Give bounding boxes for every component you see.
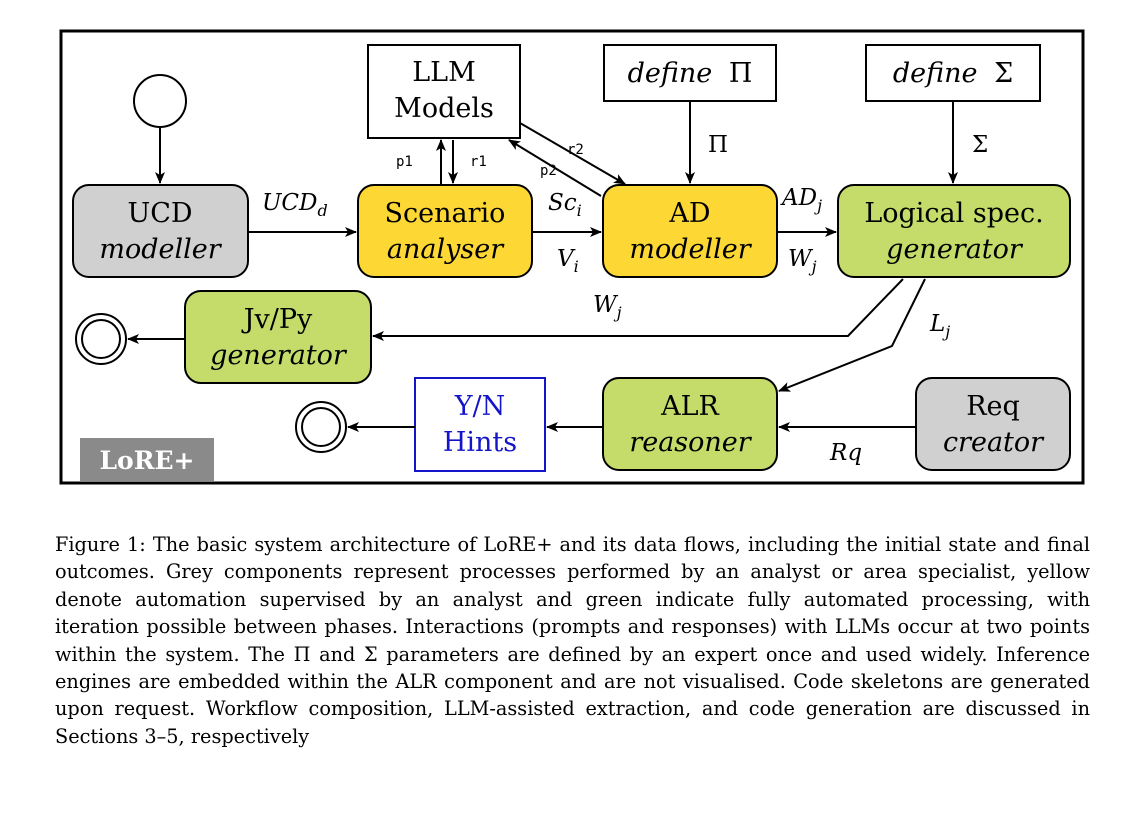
- arrow-p2-ad-to-llm: [508, 139, 602, 197]
- llm-models-line2: Models: [394, 93, 494, 124]
- label-p1: p1: [396, 154, 413, 170]
- label-sigma: Σ: [972, 132, 988, 158]
- label-v-i-sub: i: [574, 257, 579, 276]
- label-p2: p2: [540, 163, 557, 179]
- label-l-j-base: L: [929, 311, 945, 337]
- define-pi-symbol: Π: [729, 58, 753, 89]
- jvpy-generator-line2: generator: [210, 340, 348, 371]
- label-w-j-right: Wj: [788, 246, 817, 276]
- yn-hints-line2: Hints: [443, 427, 517, 458]
- llm-models-box: LLM Models: [367, 44, 521, 139]
- final-state-node-hints: [295, 401, 347, 453]
- label-w-j-left: Wj: [593, 292, 622, 322]
- label-sc-i: Sci: [548, 190, 582, 220]
- scenario-analyser-line1: Scenario: [385, 198, 506, 229]
- label-pi: Π: [708, 132, 728, 158]
- alr-reasoner-line2: reasoner: [629, 427, 752, 458]
- ucd-modeller-box: UCD modeller: [72, 184, 249, 278]
- ucd-modeller-line1: UCD: [127, 198, 192, 229]
- logical-spec-generator-box: Logical spec. generator: [837, 184, 1071, 278]
- jvpy-generator-box: Jv/Py generator: [184, 290, 372, 384]
- label-ucd-d-base: UCD: [262, 190, 317, 216]
- label-w-j-left-sub: j: [614, 303, 622, 322]
- label-ad-j-sub: j: [814, 196, 822, 215]
- yn-hints-box: Y/N Hints: [414, 377, 546, 472]
- label-r1: r1: [470, 154, 487, 170]
- label-w-j-right-sub: j: [809, 257, 817, 276]
- lore-badge: LoRE+: [80, 438, 214, 481]
- logical-spec-line1: Logical spec.: [864, 198, 1043, 229]
- label-v-i-base: V: [557, 246, 576, 272]
- scenario-analyser-box: Scenario analyser: [357, 184, 533, 278]
- label-w-j-right-base: W: [788, 246, 814, 272]
- alr-reasoner-line1: ALR: [660, 391, 719, 422]
- logical-spec-line2: generator: [886, 234, 1024, 265]
- define-pi-box: define Π: [603, 44, 777, 102]
- yn-hints-line1: Y/N: [454, 391, 506, 422]
- ucd-modeller-line2: modeller: [99, 234, 222, 265]
- label-ad-j-base: AD: [780, 185, 817, 211]
- label-ucd-d: UCDd: [262, 190, 328, 220]
- svg-text:define Σ: define Σ: [893, 58, 1013, 89]
- ad-modeller-box: AD modeller: [602, 184, 778, 278]
- llm-models-line1: LLM: [412, 57, 476, 88]
- define-sigma-symbol: Σ: [994, 58, 1013, 89]
- label-sc-i-base: Sc: [548, 190, 577, 216]
- architecture-diagram: LLM Models define Π define Σ UCD modelle…: [59, 29, 1085, 485]
- arrow-logical-to-alr: [778, 278, 926, 392]
- alr-reasoner-box: ALR reasoner: [602, 377, 778, 471]
- label-sc-i-sub: i: [577, 201, 582, 220]
- jvpy-generator-line1: Jv/Py: [241, 304, 313, 335]
- label-v-i: Vi: [557, 246, 579, 276]
- lore-badge-text: LoRE+: [99, 446, 194, 475]
- req-creator-line1: Req: [966, 391, 1020, 422]
- define-sigma-box: define Σ: [865, 44, 1041, 102]
- final-state-node-code: [75, 313, 127, 365]
- label-r2: r2: [567, 142, 584, 158]
- diagram-frame: [59, 29, 1085, 485]
- define-pi-word: define: [628, 58, 713, 89]
- arrow-r2-llm-to-ad: [519, 122, 626, 185]
- label-l-j-sub: j: [942, 322, 950, 341]
- label-rq: Rq: [829, 440, 862, 466]
- arrow-logical-to-jvpy: [372, 278, 904, 341]
- define-sigma-word: define: [893, 58, 978, 89]
- label-l-j: Lj: [929, 311, 950, 341]
- svg-text:define Π: define Π: [628, 58, 753, 89]
- figure-caption: Figure 1: The basic system architecture …: [55, 533, 1090, 748]
- ad-modeller-line1: AD: [668, 198, 710, 229]
- req-creator-box: Req creator: [915, 377, 1071, 471]
- scenario-analyser-line2: analyser: [387, 234, 505, 265]
- initial-state-node: [133, 74, 187, 128]
- ad-modeller-line2: modeller: [629, 234, 752, 265]
- label-ucd-d-sub: d: [317, 201, 327, 220]
- label-ad-j: ADj: [780, 185, 822, 215]
- req-creator-line2: creator: [943, 427, 1045, 458]
- label-w-j-left-base: W: [593, 292, 619, 318]
